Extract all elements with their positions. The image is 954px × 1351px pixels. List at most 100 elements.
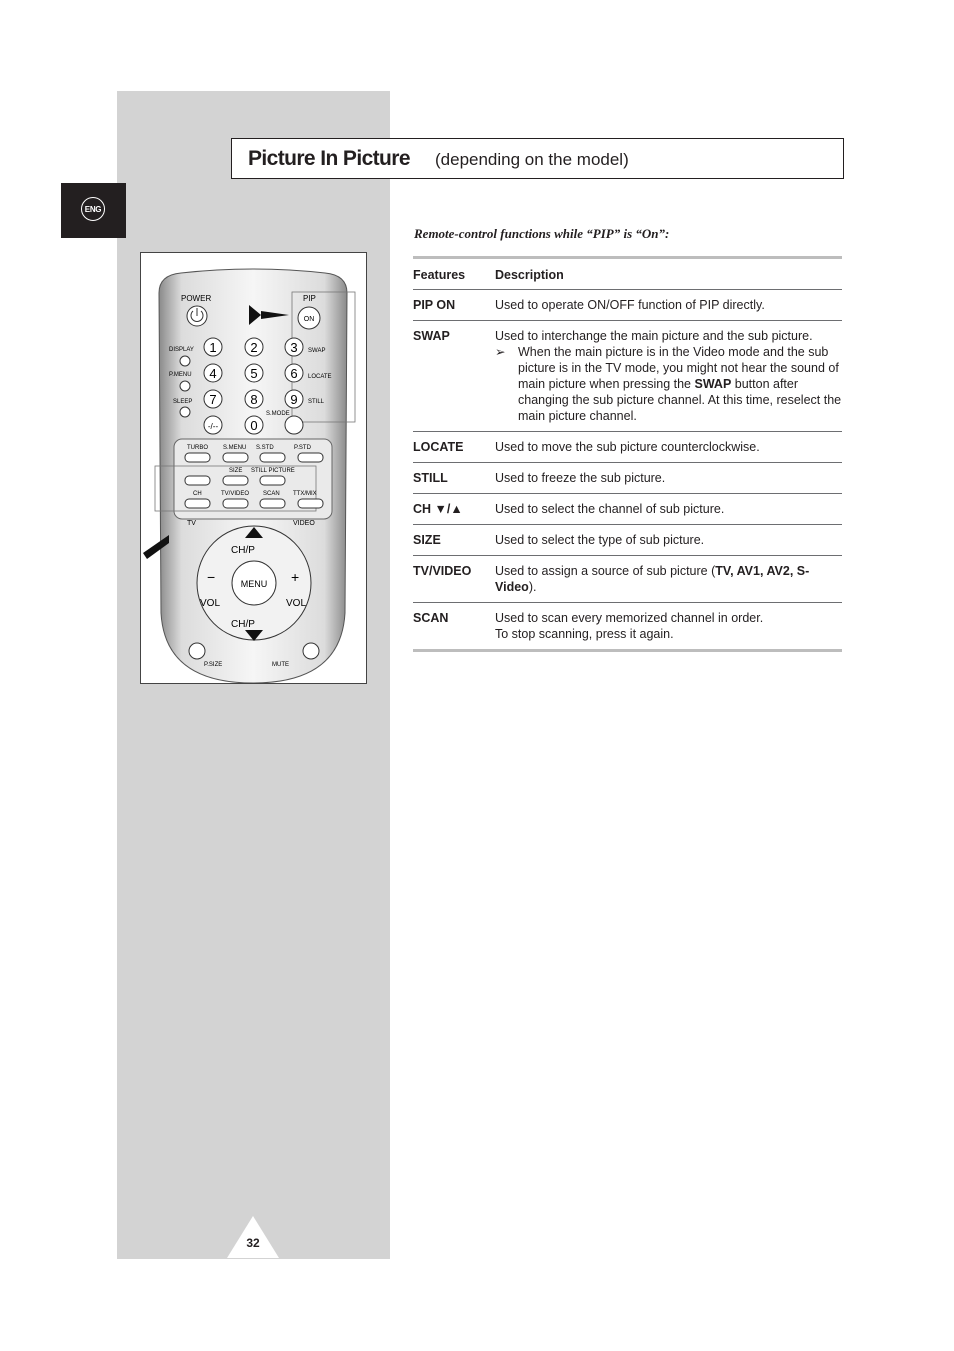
description-cell: Used to interchange the main picture and… <box>495 319 842 431</box>
language-tab: ENG <box>61 183 126 238</box>
description-cell: Used to operate ON/OFF function of PIP d… <box>495 288 842 320</box>
remote-label-scan: SCAN <box>263 491 280 497</box>
pip-keys-highlight-box <box>154 465 317 512</box>
remote-label-sleep: SLEEP <box>173 399 192 405</box>
title-box: Picture In Picture (depending on the mod… <box>231 138 844 179</box>
description-cell: Used to move the sub picture countercloc… <box>495 430 842 462</box>
table-row: CH ▼/▲ Used to select the channel of sub… <box>413 492 842 524</box>
description-cell: Used to assign a source of sub picture (… <box>495 554 842 602</box>
remote-label-sstd: S.STD <box>256 445 274 451</box>
description-text-a: Used to assign a source of sub picture ( <box>495 563 716 578</box>
ch-up-arrow-icon <box>245 527 263 538</box>
remote-label-pip: PIP <box>303 294 316 303</box>
key-9: 9 <box>290 392 297 407</box>
remote-label-vol-left: VOL <box>200 598 220 609</box>
pip-on-button <box>297 306 321 330</box>
remote-label-ch: CH <box>193 491 202 497</box>
remote-illustration: POWER PIP ON DISPLAY P.MENU SLEEP 1 2 3 … <box>140 252 367 684</box>
remote-label-smenu: S.MENU <box>223 445 246 451</box>
table-top-rule <box>413 256 842 259</box>
remote-label-tvvideo: TV/VIDEO <box>221 491 249 497</box>
feature-cell: TV/VIDEO <box>413 554 495 602</box>
description-text-b: ). <box>528 579 537 594</box>
header-features: Features <box>413 268 466 282</box>
ch-down-arrow-icon <box>245 630 263 641</box>
remote-label-menu: MENU <box>241 579 268 589</box>
key-2: 2 <box>250 340 257 355</box>
table-row: TV/VIDEO Used to assign a source of sub … <box>413 554 842 602</box>
key-4: 4 <box>209 366 216 381</box>
features-table: Features Description PIP ON Used to oper… <box>413 259 842 649</box>
table-row: SWAP Used to interchange the main pictur… <box>413 319 842 431</box>
feature-cell: CH ▼/▲ <box>413 492 495 524</box>
remote-label-power: POWER <box>181 294 211 303</box>
remote-label-turbo: TURBO <box>187 445 208 451</box>
remote-label-chp-bottom: CH/P <box>231 619 255 630</box>
key-3: 3 <box>290 340 297 355</box>
table-header-row: Features Description <box>413 259 842 289</box>
page-number-triangle <box>227 1216 279 1258</box>
description-line: Used to scan every memorized channel in … <box>495 610 764 625</box>
remote-label-locate: LOCATE <box>308 374 332 380</box>
note: ➢ When the main picture is in the Video … <box>495 344 842 424</box>
remote-label-chp-top: CH/P <box>231 545 255 556</box>
page-number: 32 <box>246 1236 260 1250</box>
feature-cell: LOCATE <box>413 430 495 462</box>
remote-label-still-picture: STILL PICTURE <box>251 468 295 474</box>
page-subtitle: (depending on the model) <box>435 150 629 169</box>
key-6: 6 <box>290 366 297 381</box>
pip-highlight-box <box>291 291 356 423</box>
pointer-arrow-tail-icon <box>261 311 289 319</box>
remote-label-smode: S.MODE <box>266 411 290 417</box>
remote-label-psize: P.SIZE <box>204 662 222 668</box>
note-text-bold: SWAP <box>694 376 732 391</box>
key-0: 0 <box>250 418 257 433</box>
key-1: 1 <box>209 340 216 355</box>
table-row: SCAN Used to scan every memorized channe… <box>413 601 842 649</box>
description-cell: Used to select the channel of sub pictur… <box>495 492 842 524</box>
pointer-arrow-icon <box>249 305 261 325</box>
feature-cell: SCAN <box>413 601 495 649</box>
feature-cell: SIZE <box>413 523 495 555</box>
remote-control-drawing: POWER PIP ON DISPLAY P.MENU SLEEP 1 2 3 … <box>143 268 356 683</box>
note-text-a: When the main picture is in the Video mo… <box>518 344 839 391</box>
remote-label-size: SIZE <box>229 468 242 474</box>
function-block <box>173 438 333 520</box>
table-row: STILL Used to freeze the sub picture. <box>413 461 842 493</box>
header-description: Description <box>495 268 564 282</box>
key-5: 5 <box>250 366 257 381</box>
description-cell: Used to select the type of sub picture. <box>495 523 842 555</box>
remote-label-video: VIDEO <box>293 520 315 527</box>
remote-label-minus: − <box>207 569 215 585</box>
table-row: PIP ON Used to operate ON/OFF function o… <box>413 288 842 320</box>
remote-label-on: ON <box>304 316 315 323</box>
section-subheading: Remote-control functions while “PIP” is … <box>414 226 670 241</box>
remote-label-ttxmix: TTX/MIX <box>293 491 317 497</box>
key-dash: -/-- <box>208 422 219 431</box>
note-text-b: button after changing the sub picture ch… <box>518 376 842 423</box>
key-7: 7 <box>209 392 216 407</box>
description-text-bold: TV, AV1, AV2, S-Video <box>495 563 810 594</box>
description-line: To stop scanning, press it again. <box>495 626 674 641</box>
remote-label-plus: + <box>291 569 299 585</box>
key-8: 8 <box>250 392 257 407</box>
remote-label-swap: SWAP <box>308 348 325 354</box>
table-bottom-rule <box>413 648 842 652</box>
remote-label-display: DISPLAY <box>169 347 194 353</box>
menu-button <box>231 560 277 606</box>
language-badge: ENG <box>81 197 105 221</box>
description-cell: Used to freeze the sub picture. <box>495 461 842 493</box>
description-cell: Used to scan every memorized channel in … <box>495 601 842 649</box>
page-title: Picture In Picture <box>248 147 411 170</box>
table-row: SIZE Used to select the type of sub pict… <box>413 523 842 555</box>
remote-label-pstd: P.STD <box>294 445 312 451</box>
feature-cell: PIP ON <box>413 288 495 320</box>
note-arrow-icon: ➢ <box>495 344 506 359</box>
remote-label-still: STILL <box>308 399 325 405</box>
description-text: Used to interchange the main picture and… <box>495 328 813 343</box>
feature-cell: STILL <box>413 461 495 493</box>
features-table-wrap: Features Description PIP ON Used to oper… <box>413 256 842 652</box>
remote-label-mute: MUTE <box>272 662 289 668</box>
page-number-marker: 32 <box>227 1216 279 1258</box>
feature-cell: SWAP <box>413 319 495 431</box>
